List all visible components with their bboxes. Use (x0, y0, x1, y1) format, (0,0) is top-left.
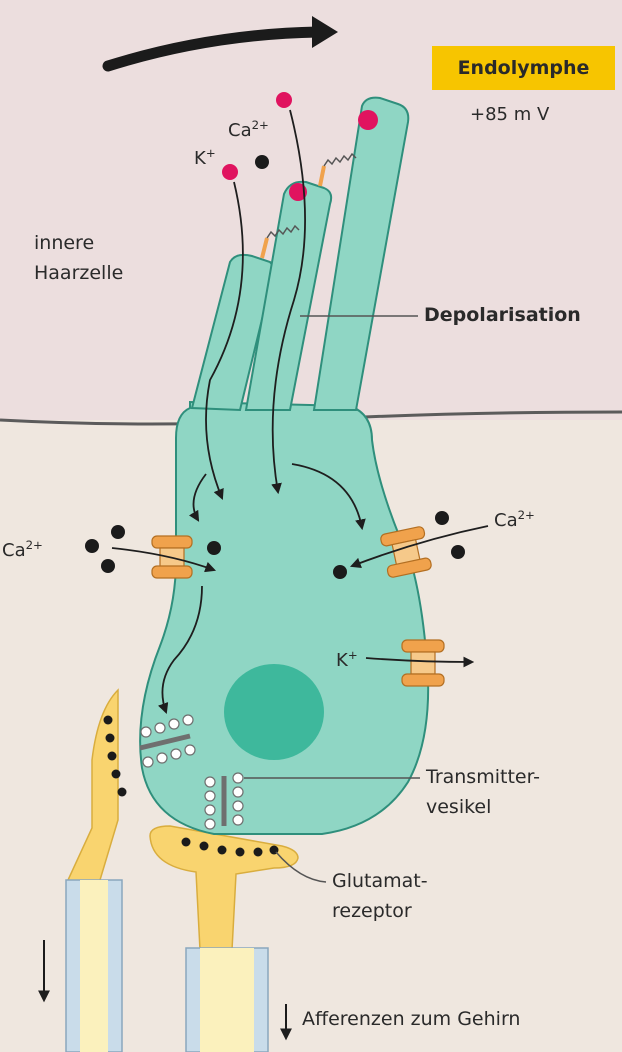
influx-arrow (205, 181, 244, 500)
ion-black (111, 525, 125, 539)
ion-black (255, 155, 269, 169)
cell-name-line2: Haarzelle (34, 262, 124, 284)
internal-arrow (291, 463, 366, 531)
deflection-arrow (102, 26, 324, 72)
potassium-channel (401, 639, 445, 687)
ion-black (85, 539, 99, 553)
stereocilium-medium (244, 180, 333, 411)
afferent-label: Afferenzen zum Gehirn (302, 1008, 521, 1030)
receptor-label-line1: Glutamat- (332, 870, 428, 892)
calcium-influx-arrow (111, 547, 217, 573)
glutamate-receptors-right (181, 837, 279, 857)
nucleus (224, 664, 324, 760)
ion-black (101, 559, 115, 573)
afferent-fiber-right (149, 825, 299, 1052)
ion-red (289, 183, 307, 201)
potassium-efflux-arrow (365, 656, 475, 668)
ion-black (333, 565, 347, 579)
ion-black (435, 511, 449, 525)
internal-arrow (188, 473, 207, 522)
calcium-label-top: Ca2+ (228, 117, 269, 141)
potassium-label-side: K+ (336, 647, 358, 671)
synaptic-ribbon (139, 714, 196, 768)
calcium-label-right: Ca2+ (494, 507, 535, 531)
influx-arrow (271, 109, 306, 495)
tip-link-1 (260, 224, 300, 259)
afferent-fiber-left (65, 688, 123, 1052)
internal-arrow (158, 585, 203, 715)
potential-label: +85 m V (470, 104, 550, 125)
ion-red (358, 110, 378, 130)
deflection-arrowhead (312, 16, 338, 48)
ion-red (222, 164, 238, 180)
receptor-label-line2: rezeptor (332, 900, 412, 922)
endolymph-badge: Endolymphe (432, 46, 615, 90)
ion-black (451, 545, 465, 559)
ion-black (207, 541, 221, 555)
stereocilium-tall (312, 96, 410, 411)
calcium-influx-arrow (349, 525, 489, 568)
calcium-channel-right (380, 526, 432, 578)
calcium-label-left: Ca2+ (2, 537, 43, 561)
ion-red (276, 92, 292, 108)
vesicle-label-line1: Transmitter- (426, 766, 541, 788)
receptor-leader (275, 851, 327, 883)
glutamate-receptors-left (103, 715, 127, 797)
cell-name-line1: innere (34, 232, 95, 254)
tip-link-2 (318, 152, 357, 187)
synaptic-ribbon (204, 772, 244, 830)
depolarisation-label: Depolarisation (424, 304, 581, 326)
endolymph-label: Endolymphe (457, 57, 590, 79)
vesicle-label-line2: vesikel (426, 796, 492, 818)
potassium-label-top: K+ (194, 145, 216, 169)
